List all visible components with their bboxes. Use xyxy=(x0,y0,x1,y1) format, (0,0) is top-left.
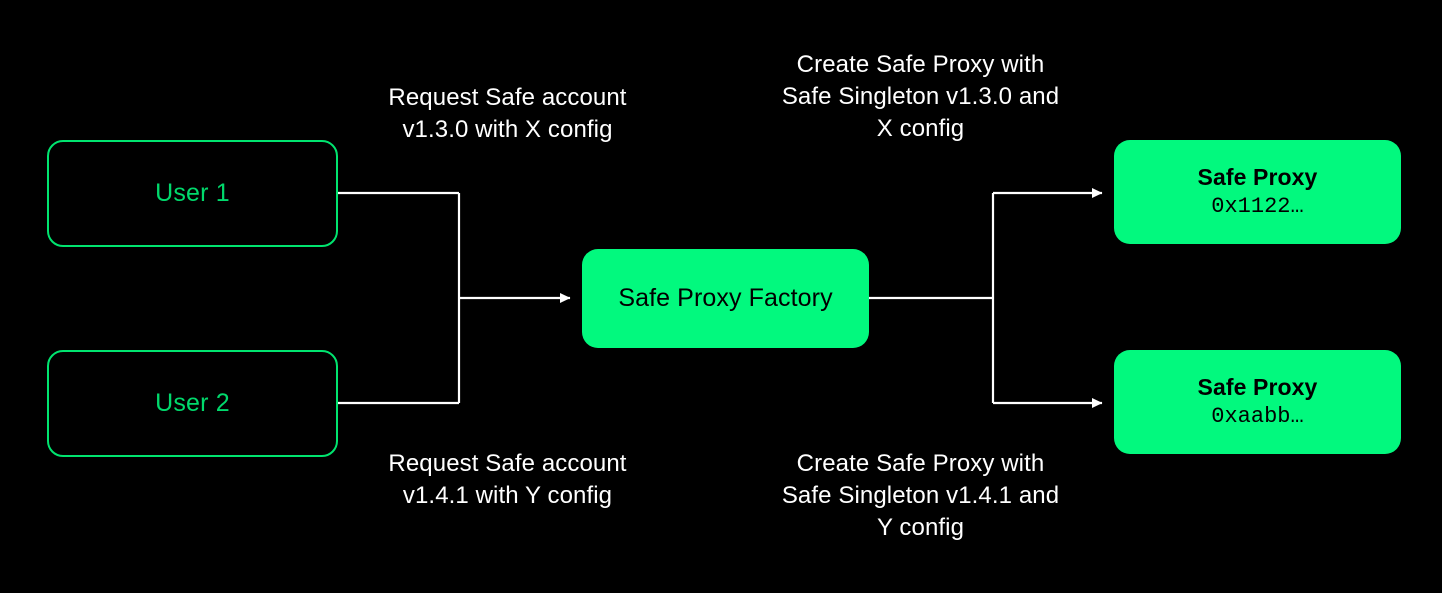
node-user-2[interactable]: User 2 xyxy=(47,350,338,457)
node-safe-proxy-1-address: 0x1122… xyxy=(1211,194,1304,220)
node-user-1-label: User 1 xyxy=(155,179,230,207)
node-safe-proxy-1[interactable]: Safe Proxy 0x1122… xyxy=(1114,140,1401,244)
edge-label-create-v141: Create Safe Proxy with Safe Singleton v1… xyxy=(781,450,1060,541)
node-user-2-label: User 2 xyxy=(155,389,230,417)
node-safe-proxy-2-address: 0xaabb… xyxy=(1211,404,1304,430)
edge-label-create-v130: Create Safe Proxy with Safe Singleton v1… xyxy=(781,51,1060,142)
node-user-1[interactable]: User 1 xyxy=(47,140,338,247)
edge-label-request-v130: Request Safe account v1.3.0 with X confi… xyxy=(388,84,627,143)
node-safe-proxy-2[interactable]: Safe Proxy 0xaabb… xyxy=(1114,350,1401,454)
node-safe-proxy-1-title: Safe Proxy xyxy=(1197,163,1318,190)
edge-label-request-v141: Request Safe account v1.4.1 with Y confi… xyxy=(388,450,627,509)
node-safe-proxy-factory-label: Safe Proxy Factory xyxy=(618,284,833,312)
node-safe-proxy-2-title: Safe Proxy xyxy=(1197,373,1318,400)
node-safe-proxy-factory[interactable]: Safe Proxy Factory xyxy=(582,249,869,348)
